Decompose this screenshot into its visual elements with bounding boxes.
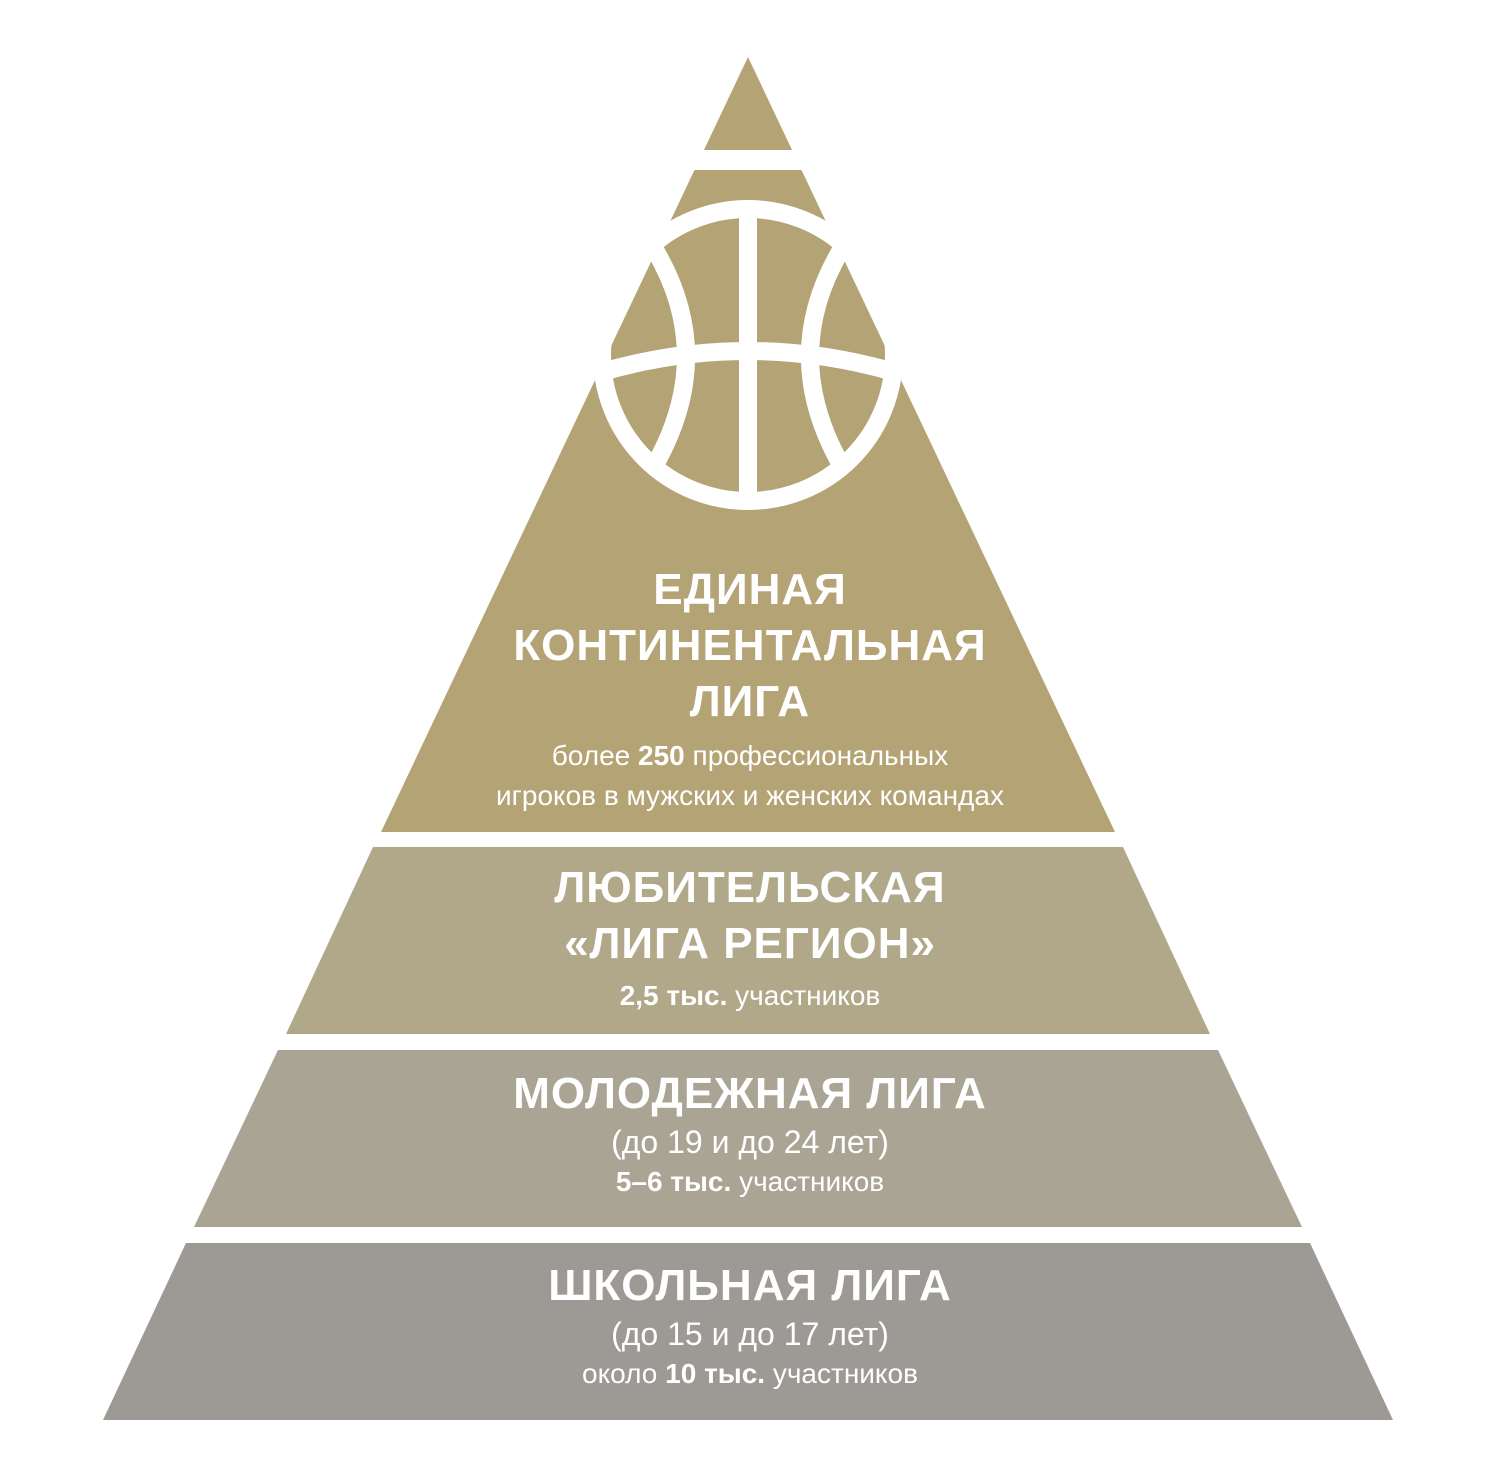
tier-liga-region-stat: 2,5 тыс. участников: [0, 982, 1500, 1010]
stat-prefix: более: [551, 740, 639, 771]
basketball-icon: [593, 200, 903, 510]
tier-school-league-shape: [103, 1243, 1393, 1420]
tier-ekl-title: ЕДИНАЯ КОНТИНЕНТАЛЬНАЯ ЛИГА: [0, 562, 1500, 730]
title-line: ШКОЛЬНАЯ ЛИГА: [548, 1261, 952, 1310]
tier-liga-region-text: ЛЮБИТЕЛЬСКАЯ «ЛИГА РЕГИОН» 2,5 тыс. учас…: [0, 860, 1500, 1010]
tier-ekl-stat: более 250 профессиональных: [0, 742, 1500, 770]
tier-school-league-stat: около 10 тыс. участников: [0, 1360, 1500, 1388]
title-line: ЛЮБИТЕЛЬСКАЯ: [554, 863, 946, 912]
tier-liga-region-shape: [286, 847, 1210, 1034]
tier-liga-region-title: ЛЮБИТЕЛЬСКАЯ «ЛИГА РЕГИОН»: [0, 860, 1500, 972]
stat-suffix: профессиональных: [684, 740, 949, 771]
stat-number: 250: [638, 740, 685, 771]
tier-youth-league-shape: [194, 1050, 1302, 1227]
stat-number: 10 тыс.: [665, 1358, 766, 1389]
tier-youth-league-title: МОЛОДЕЖНАЯ ЛИГА: [0, 1066, 1500, 1122]
tier-youth-league-text: МОЛОДЕЖНАЯ ЛИГА (до 19 и до 24 лет) 5–6 …: [0, 1066, 1500, 1196]
tier-school-league-text: ШКОЛЬНАЯ ЛИГА (до 15 и до 17 лет) около …: [0, 1258, 1500, 1388]
title-line: КОНТИНЕНТАЛЬНАЯ: [513, 621, 987, 670]
stat-prefix: около: [582, 1358, 666, 1389]
tier-youth-league-age: (до 19 и до 24 лет): [611, 1124, 889, 1160]
stat-number: 5–6 тыс.: [615, 1166, 732, 1197]
tier-ekl-text: ЕДИНАЯ КОНТИНЕНТАЛЬНАЯ ЛИГА более 250 пр…: [0, 562, 1500, 810]
tier-youth-league-stat: 5–6 тыс. участников: [0, 1168, 1500, 1196]
title-line: ЛИГА: [689, 677, 811, 726]
title-line: «ЛИГА РЕГИОН»: [564, 919, 936, 968]
stat-suffix: участников: [731, 1166, 885, 1197]
tier-school-league-age: (до 15 и до 17 лет): [611, 1316, 889, 1352]
tier-ekl-stat-line2: игроков в мужских и женских командах: [496, 780, 1004, 811]
title-line: МОЛОДЕЖНАЯ ЛИГА: [513, 1069, 987, 1118]
tier-school-league-title: ШКОЛЬНАЯ ЛИГА: [0, 1258, 1500, 1314]
apex-gap: [690, 150, 806, 170]
stat-number: 2,5 тыс.: [619, 980, 728, 1011]
title-line: ЕДИНАЯ: [653, 565, 847, 614]
stat-suffix: участников: [727, 980, 881, 1011]
stat-suffix: участников: [765, 1358, 918, 1389]
